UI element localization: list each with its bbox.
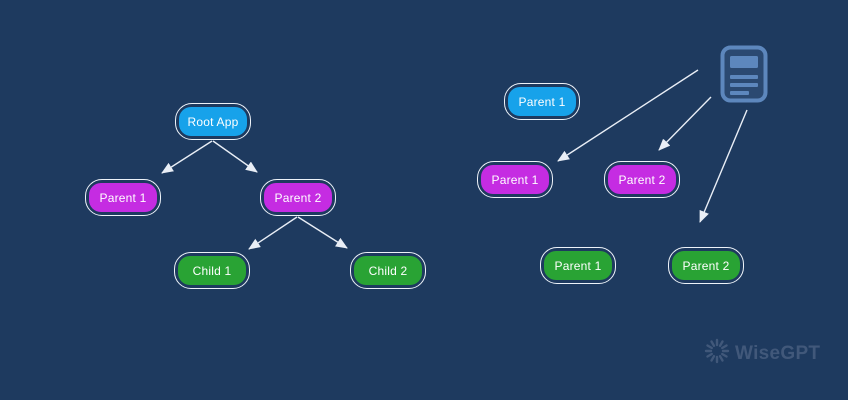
node-label: Parent 2: [264, 183, 332, 212]
node-parent-2-green[interactable]: Parent 2: [668, 247, 744, 284]
node-label: Child 2: [354, 256, 422, 285]
node-parent-2[interactable]: Parent 2: [260, 179, 336, 216]
edge-doc-to-parent1-magenta: [557, 69, 699, 162]
node-label: Parent 1: [544, 251, 612, 280]
edge-root-to-parent1: [161, 140, 213, 174]
edge-doc-to-parent2-magenta: [658, 96, 712, 151]
node-child-1[interactable]: Child 1: [174, 252, 250, 289]
node-label: Root App: [179, 107, 247, 136]
watermark-brand: WiseGPT: [735, 342, 821, 364]
edge-parent2-to-child2: [297, 216, 348, 249]
node-label: Parent 1: [508, 87, 576, 116]
node-parent-1-magenta[interactable]: Parent 1: [477, 161, 553, 198]
document-icon[interactable]: [720, 45, 768, 108]
node-parent-2-magenta[interactable]: Parent 2: [604, 161, 680, 198]
watermark: WiseGPT: [704, 338, 820, 369]
node-label: Child 1: [178, 256, 246, 285]
wisegpt-logo-icon: [704, 338, 730, 369]
node-parent-1-green[interactable]: Parent 1: [540, 247, 616, 284]
edge-parent2-to-child1: [248, 216, 298, 250]
node-parent-1-blue[interactable]: Parent 1: [504, 83, 580, 120]
node-parent-1[interactable]: Parent 1: [85, 179, 161, 216]
node-label: Parent 1: [89, 183, 157, 212]
node-label: Parent 1: [481, 165, 549, 194]
edge-root-to-parent2: [212, 140, 258, 173]
node-label: Parent 2: [672, 251, 740, 280]
edge-doc-to-parent2-green: [699, 109, 748, 223]
node-child-2[interactable]: Child 2: [350, 252, 426, 289]
node-root-app[interactable]: Root App: [175, 103, 251, 140]
node-label: Parent 2: [608, 165, 676, 194]
